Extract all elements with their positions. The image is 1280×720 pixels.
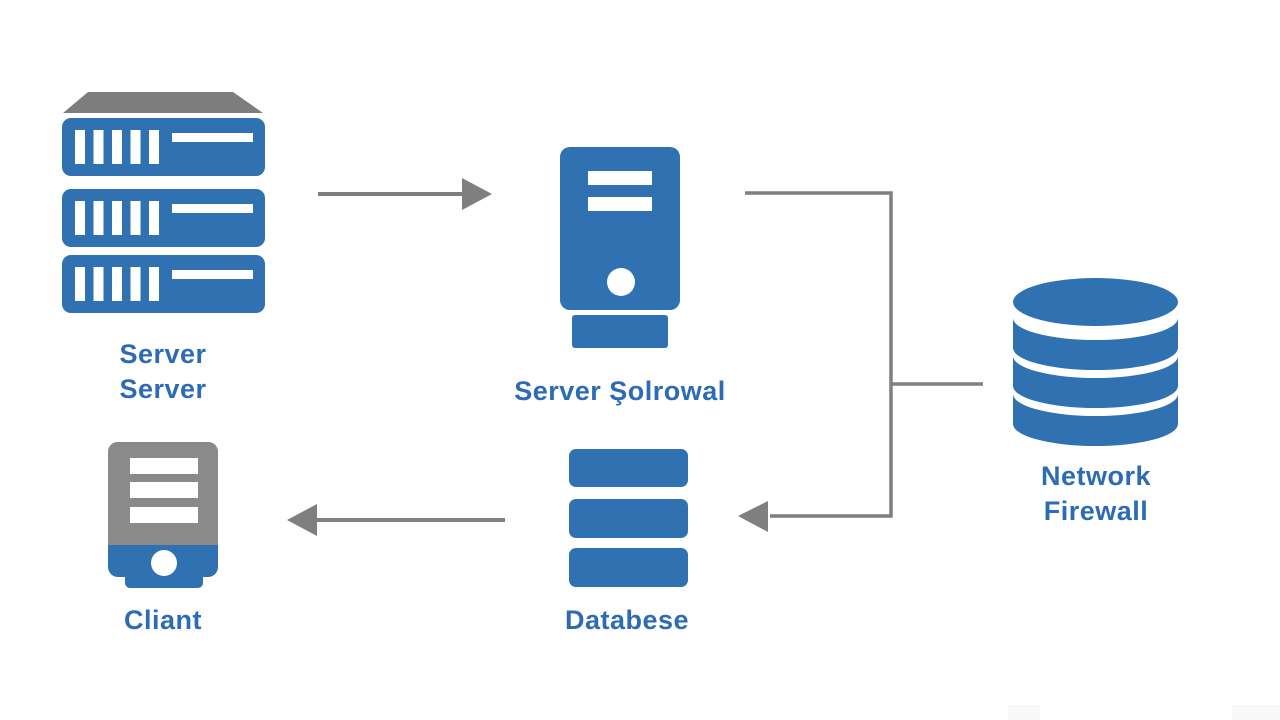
client-tower-icon bbox=[108, 442, 218, 588]
label-line: Network bbox=[1040, 461, 1152, 491]
cylinder-band bbox=[1013, 394, 1178, 446]
faint-artifact bbox=[1008, 705, 1040, 720]
tower-power-button bbox=[607, 268, 635, 296]
client-slot bbox=[130, 482, 198, 498]
edge-database-to-client bbox=[287, 504, 505, 536]
tower-base bbox=[572, 315, 668, 348]
server-tower-label: Server Şolrowal bbox=[514, 376, 726, 406]
server-tower-icon bbox=[560, 147, 680, 348]
stack-disk bbox=[569, 548, 688, 587]
tower-slot bbox=[588, 197, 652, 211]
database-stack-icon bbox=[569, 449, 688, 587]
firewall-label: Network Firewall bbox=[996, 459, 1196, 529]
client-slot bbox=[130, 507, 198, 523]
edge-rack-to-tower bbox=[318, 178, 492, 210]
stack-disk bbox=[569, 499, 688, 538]
client-slot bbox=[130, 458, 198, 474]
client-label: Cliant bbox=[123, 605, 202, 635]
server-rack-icon bbox=[62, 92, 265, 313]
stack-disk bbox=[569, 449, 688, 487]
faint-artifact bbox=[1232, 705, 1280, 720]
label-line: Server bbox=[119, 339, 207, 369]
edge-tower-firewall-database bbox=[738, 191, 983, 532]
database-cylinder-icon bbox=[1013, 278, 1178, 446]
rack-top-panel bbox=[63, 92, 263, 113]
tower-slot bbox=[588, 171, 652, 185]
database-label: Databese bbox=[564, 605, 690, 635]
arrowhead-left-icon bbox=[738, 501, 768, 532]
rack-unit bbox=[62, 189, 265, 247]
label-line: Server bbox=[119, 374, 207, 404]
cylinder-top bbox=[1013, 278, 1178, 326]
arrowhead-right-icon bbox=[462, 178, 492, 210]
cylinder-band bbox=[1013, 356, 1178, 408]
client-power-button bbox=[151, 550, 177, 576]
server-rack-label: Server Server bbox=[43, 337, 283, 407]
rack-unit bbox=[62, 255, 265, 313]
arrowhead-left-icon bbox=[287, 504, 317, 536]
edge-elbow-line bbox=[745, 191, 893, 518]
label-line: Firewall bbox=[1043, 496, 1149, 526]
cylinder-band bbox=[1013, 318, 1178, 370]
tower-body bbox=[560, 147, 680, 310]
client-base-tab bbox=[125, 577, 203, 588]
rack-unit bbox=[62, 118, 265, 176]
